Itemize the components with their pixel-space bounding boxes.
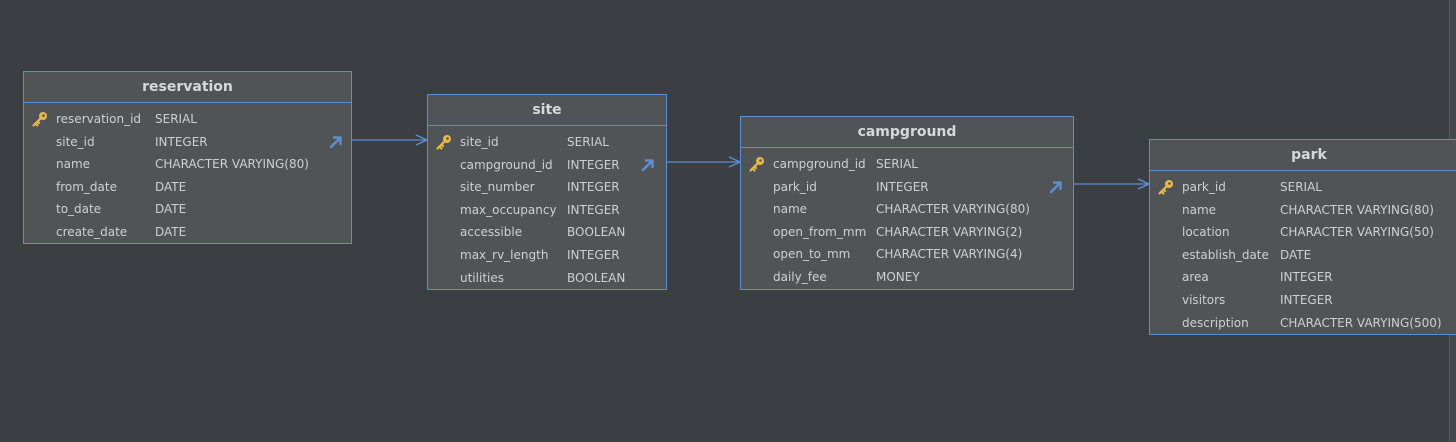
column-row[interactable]: park_id SERIAL <box>1150 176 1456 199</box>
column-type: CHARACTER VARYING(2) <box>876 224 1023 239</box>
primary-key-icon <box>1158 180 1173 195</box>
column-type: CHARACTER VARYING(500) <box>1280 315 1442 330</box>
column-row[interactable]: establish_date DATE <box>1150 244 1456 267</box>
column-type: BOOLEAN <box>567 225 626 240</box>
table-title[interactable]: park <box>1150 140 1456 171</box>
column-type: MONEY <box>876 269 920 284</box>
column-name: from_date <box>56 179 117 194</box>
column-row[interactable]: park_id INTEGER <box>741 176 1073 199</box>
column-name: open_to_mm <box>773 247 851 262</box>
column-type: SERIAL <box>1280 180 1322 194</box>
column-row[interactable]: open_to_mm CHARACTER VARYING(4) <box>741 243 1073 266</box>
column-name: description <box>1182 315 1249 330</box>
column-type: INTEGER <box>567 157 620 172</box>
primary-key-icon <box>749 157 764 172</box>
column-name: site_id <box>460 135 499 149</box>
foreign-key-arrow-icon <box>1049 180 1062 193</box>
column-name: name <box>773 202 808 217</box>
column-row[interactable]: create_date DATE <box>24 221 351 244</box>
foreign-key-arrow-icon <box>641 158 654 171</box>
column-row[interactable]: site_id INTEGER <box>24 131 351 154</box>
column-type: CHARACTER VARYING(80) <box>876 202 1030 217</box>
column-row[interactable]: description CHARACTER VARYING(500) <box>1150 312 1456 335</box>
column-name: campground_id <box>773 157 866 171</box>
column-type: INTEGER <box>567 247 620 262</box>
table-reservation[interactable]: reservation reservation_id SERIAL site_id IN… <box>23 71 352 244</box>
column-row[interactable]: campground_id SERIAL <box>741 153 1073 176</box>
column-name: max_occupancy <box>460 202 557 217</box>
column-type: SERIAL <box>567 135 609 149</box>
primary-key-icon <box>32 112 47 127</box>
column-type: CHARACTER VARYING(4) <box>876 247 1023 262</box>
column-name: reservation_id <box>56 112 142 126</box>
table-park[interactable]: park park_id SERIAL name CHARACTER VARYING(8… <box>1149 139 1456 335</box>
column-type: BOOLEAN <box>567 270 626 285</box>
column-type: DATE <box>1280 247 1312 262</box>
column-row[interactable]: name CHARACTER VARYING(80) <box>1150 199 1456 222</box>
column-name: name <box>56 157 91 172</box>
column-row[interactable]: site_id SERIAL <box>428 131 666 154</box>
column-type: INTEGER <box>1280 270 1333 285</box>
column-type: DATE <box>155 179 187 194</box>
table-title[interactable]: reservation <box>24 72 351 103</box>
column-name: site_id <box>56 134 95 149</box>
column-row[interactable]: daily_fee MONEY <box>741 266 1073 289</box>
column-name: accessible <box>460 225 523 240</box>
column-name: max_rv_length <box>460 247 549 262</box>
column-name: to_date <box>56 202 102 217</box>
column-name: establish_date <box>1182 247 1269 262</box>
column-type: SERIAL <box>876 157 918 171</box>
column-type: INTEGER <box>155 134 208 149</box>
column-type: DATE <box>155 202 187 217</box>
column-row[interactable]: max_occupancy INTEGER <box>428 199 666 222</box>
column-name: park_id <box>1182 180 1226 194</box>
primary-key-icon <box>436 135 451 150</box>
table-campground[interactable]: campground campground_id SERIAL park_id INTE… <box>740 116 1074 290</box>
column-type: CHARACTER VARYING(80) <box>155 157 309 172</box>
table-title[interactable]: site <box>428 95 666 126</box>
column-type: DATE <box>155 224 187 239</box>
column-type: INTEGER <box>567 202 620 217</box>
column-row[interactable]: max_rv_length INTEGER <box>428 244 666 267</box>
column-name: utilities <box>460 270 504 285</box>
column-type: CHARACTER VARYING(80) <box>1280 202 1434 217</box>
column-name: open_from_mm <box>773 224 867 239</box>
column-name: campground_id <box>460 157 553 172</box>
column-type: SERIAL <box>155 112 197 126</box>
column-row[interactable]: name CHARACTER VARYING(80) <box>741 198 1073 221</box>
column-row[interactable]: area INTEGER <box>1150 266 1456 289</box>
column-row[interactable]: location CHARACTER VARYING(50) <box>1150 221 1456 244</box>
column-name: name <box>1182 202 1217 217</box>
column-name: site_number <box>460 180 535 195</box>
relation-site-campground[interactable] <box>667 156 742 168</box>
relation-campground-park[interactable] <box>1074 178 1151 190</box>
column-type: INTEGER <box>1280 292 1333 307</box>
column-name: visitors <box>1182 292 1226 307</box>
column-name: create_date <box>56 224 128 239</box>
column-row[interactable]: visitors INTEGER <box>1150 289 1456 312</box>
column-type: INTEGER <box>876 179 929 194</box>
column-name: location <box>1182 225 1230 240</box>
column-row[interactable]: to_date DATE <box>24 198 351 221</box>
column-row[interactable]: utilities BOOLEAN <box>428 267 666 290</box>
column-row[interactable]: reservation_id SERIAL <box>24 108 351 131</box>
column-type: INTEGER <box>567 180 620 195</box>
column-row[interactable]: name CHARACTER VARYING(80) <box>24 153 351 176</box>
column-row[interactable]: open_from_mm CHARACTER VARYING(2) <box>741 221 1073 244</box>
column-name: area <box>1182 270 1209 285</box>
column-row[interactable]: accessible BOOLEAN <box>428 221 666 244</box>
column-name: park_id <box>773 179 817 194</box>
column-row[interactable]: campground_id INTEGER <box>428 154 666 177</box>
table-title[interactable]: campground <box>741 117 1073 148</box>
column-row[interactable]: site_number INTEGER <box>428 176 666 199</box>
foreign-key-arrow-icon <box>329 135 342 148</box>
column-type: CHARACTER VARYING(50) <box>1280 225 1434 240</box>
relation-reservation-site[interactable] <box>352 134 429 146</box>
column-name: daily_fee <box>773 269 827 284</box>
column-row[interactable]: from_date DATE <box>24 176 351 199</box>
